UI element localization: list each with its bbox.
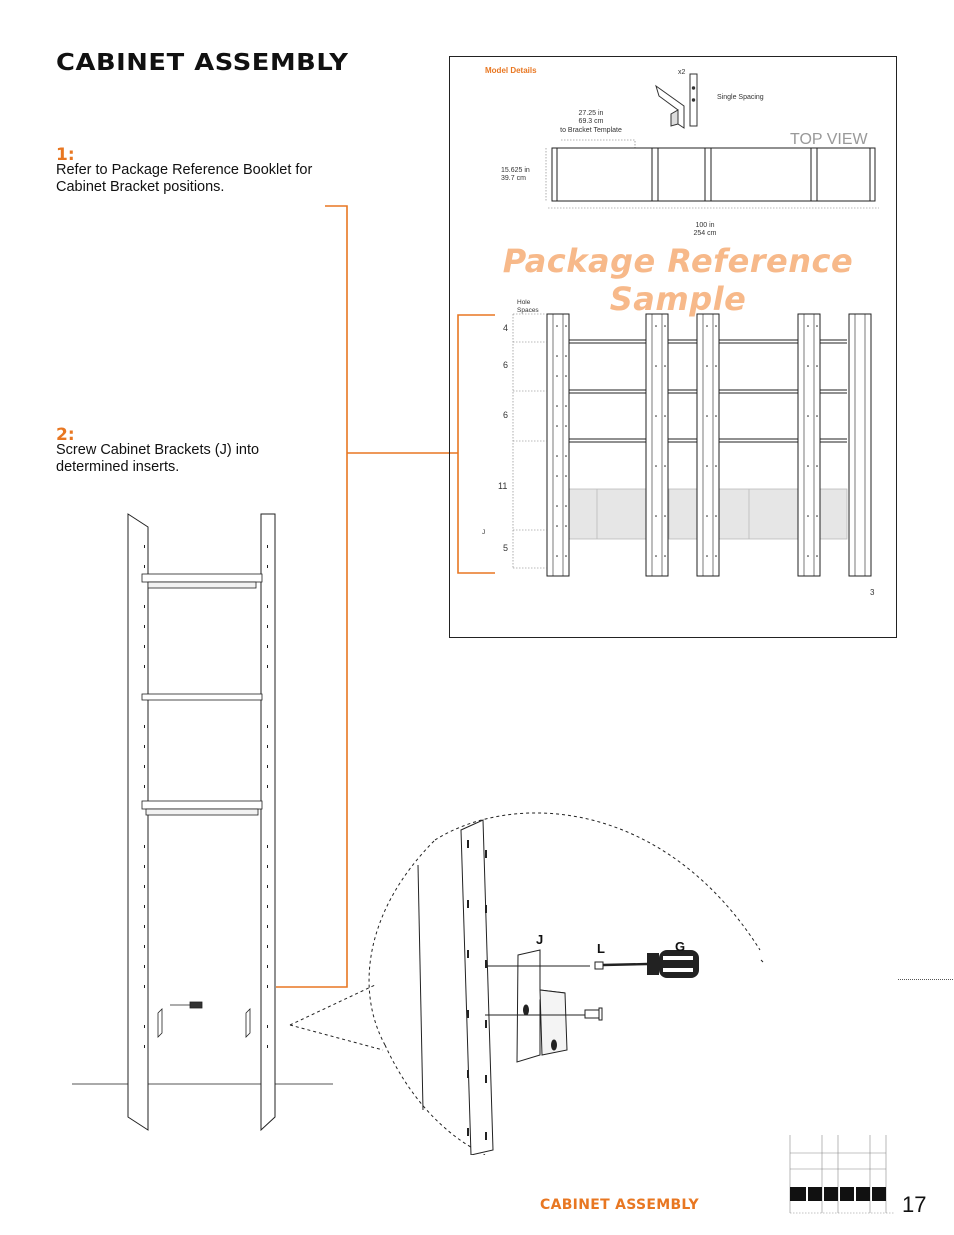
hole-spaces-label-1: Hole (517, 299, 531, 306)
small-brackets (157, 1001, 251, 1038)
step-2-line-1: Screw Cabinet Brackets (J) into (56, 442, 260, 458)
spacing-5: 5 (503, 543, 509, 553)
bracket-dim-cm: 69.3 cm (578, 118, 604, 125)
bracket-dim-note: to Bracket Template (560, 127, 622, 134)
page-title: CABINET ASSEMBLY (56, 50, 349, 76)
step-1-line-2: Cabinet Bracket positions. (56, 179, 225, 195)
bracket-marker: J (482, 529, 486, 536)
cabinet-frame-drawing (72, 513, 333, 1132)
reference-page-number: 3 (870, 588, 875, 597)
width-in: 100 in (695, 222, 715, 229)
hole-spaces-label-2: Spaces (517, 307, 539, 314)
bracket-icon (655, 73, 698, 129)
screwdriver-g (602, 950, 699, 978)
spacing-4: 11 (498, 481, 508, 491)
screw-label-l: L (597, 941, 605, 956)
step-1-number: 1: (56, 145, 75, 165)
step-1-text: Refer to Package Reference Booklet for C… (56, 162, 312, 196)
front-elevation (512, 313, 872, 577)
top-view-drawing (551, 147, 876, 202)
bracket-dim-in: 27.25 in (578, 110, 604, 117)
bracket-label-j: J (536, 932, 544, 947)
page-number: 17 (902, 1192, 927, 1217)
step-1-line-1: Refer to Package Reference Booklet for (56, 162, 313, 178)
step-2-text: Screw Cabinet Brackets (J) into determin… (56, 442, 259, 476)
depth-in: 15.625 in (501, 167, 530, 174)
screw-l (584, 961, 604, 1021)
single-spacing-label: Single Spacing (717, 94, 764, 101)
dotted-mark (898, 979, 953, 980)
step-2-number: 2: (56, 425, 75, 445)
footer-title: CABINET ASSEMBLY (540, 1197, 699, 1213)
watermark: Package Reference Sample (488, 242, 868, 318)
section-thumbnail (789, 1135, 894, 1214)
screwdriver-label-g: G (675, 939, 686, 954)
spacing-3: 6 (503, 410, 509, 420)
width-cm: 254 cm (693, 230, 717, 237)
model-details-label: Model Details (485, 66, 537, 75)
package-reference-sample (449, 56, 897, 638)
top-view-label: TOP VIEW (790, 131, 868, 148)
bracket-j (516, 949, 568, 1063)
bracket-dimension: 27.25 in (560, 110, 622, 117)
detail-callout (289, 812, 764, 1155)
depth-cm: 39.7 cm (501, 175, 526, 182)
step-2-line-2: determined inserts. (56, 459, 180, 475)
watermark-line-2: Sample (609, 280, 747, 318)
spacing-2: 6 (503, 360, 509, 370)
quantity-label: x2 (678, 69, 686, 76)
reference-drawing (512, 73, 879, 577)
spacing-1: 4 (503, 323, 509, 333)
watermark-line-1: Package Reference (502, 242, 854, 280)
